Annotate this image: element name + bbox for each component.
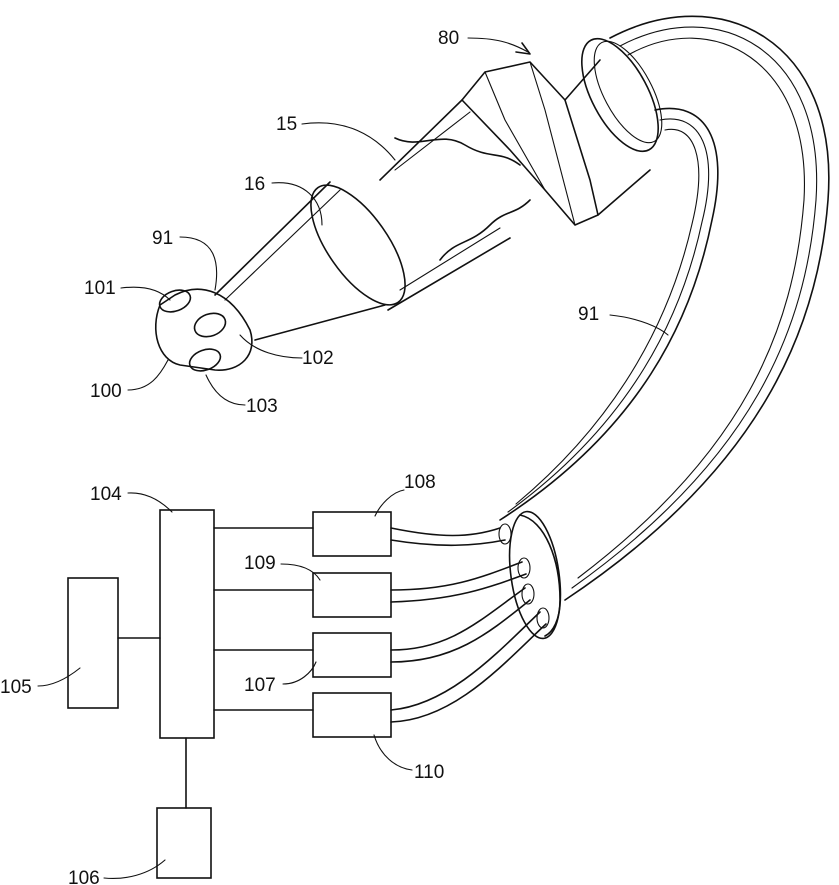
box-104: [160, 510, 214, 738]
leader-lines: [38, 38, 668, 878]
box-106: [157, 808, 211, 878]
label-104: 104: [90, 484, 122, 505]
label-106: 106: [68, 868, 100, 885]
label-101: 101: [84, 278, 116, 299]
box-105: [68, 578, 118, 708]
label-103: 103: [246, 396, 278, 417]
box-108: [313, 512, 391, 556]
tube-connector: [391, 508, 568, 722]
label-105: 105: [0, 677, 32, 698]
reference-numerals: 80 15 16 91 101 102 100 103 91 104 108 1…: [0, 28, 599, 885]
label-108: 108: [404, 472, 436, 493]
label-16: 16: [244, 174, 265, 195]
label-100: 100: [90, 381, 122, 402]
flexible-tube: [500, 16, 829, 600]
label-109: 109: [244, 553, 276, 574]
control-system: [68, 510, 391, 878]
label-91-tip: 91: [152, 228, 173, 249]
label-15: 15: [276, 114, 297, 135]
label-110: 110: [414, 762, 444, 783]
label-102: 102: [302, 348, 334, 369]
label-80: 80: [438, 28, 459, 49]
label-107: 107: [244, 675, 276, 696]
label-91-tube: 91: [578, 304, 599, 325]
box-107: [313, 633, 391, 677]
box-110: [313, 693, 391, 737]
box-109: [313, 573, 391, 617]
